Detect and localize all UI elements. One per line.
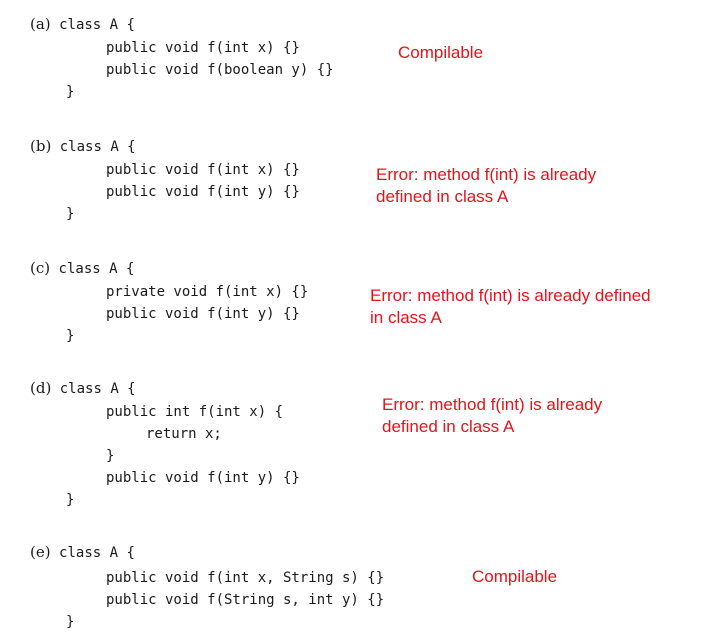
problem-label: (c) — [30, 259, 51, 277]
code-line: } — [66, 492, 75, 508]
problem-label: (b) — [30, 137, 52, 155]
code-line: public void f(int y) {} — [106, 470, 300, 486]
code-line: public void f(int x) {} — [106, 162, 300, 178]
code-line: (e) class A { — [30, 543, 135, 561]
annotation-note: Error: method f(int) is already defined — [370, 286, 651, 305]
code-line: (a) class A { — [30, 15, 135, 33]
annotation-note: defined in class A — [376, 187, 509, 206]
annotation-note: Error: method f(int) is already — [382, 395, 603, 414]
code-line: public void f(String s, int y) {} — [106, 592, 385, 608]
problem-label: (e) — [30, 543, 51, 561]
code-line: } — [66, 84, 75, 100]
code-line: (c) class A { — [30, 259, 135, 277]
code-line: } — [66, 614, 75, 630]
code-line: public void f(boolean y) {} — [106, 62, 334, 78]
code-line: public void f(int y) {} — [106, 184, 300, 200]
problem-label: (a) — [30, 15, 51, 33]
code-line: } — [66, 206, 75, 222]
annotation-note: Compilable — [472, 567, 558, 586]
code-line: return x; — [146, 426, 222, 442]
code-line: public void f(int x) {} — [106, 40, 300, 56]
code-line: private void f(int x) {} — [106, 284, 309, 300]
annotation-note: Compilable — [398, 43, 484, 62]
code-line: public int f(int x) { — [106, 404, 284, 420]
annotation-note: defined in class A — [382, 417, 515, 436]
code-line: } — [106, 448, 115, 464]
code-line: (d) class A { — [30, 379, 136, 397]
code-line: } — [66, 328, 75, 344]
annotation-note: in class A — [370, 308, 442, 327]
code-line: (b) class A { — [30, 137, 136, 155]
problem-label: (d) — [30, 379, 52, 397]
code-line: public void f(int x, String s) {} — [106, 570, 385, 586]
code-line: public void f(int y) {} — [106, 306, 300, 322]
annotation-note: Error: method f(int) is already — [376, 165, 597, 184]
